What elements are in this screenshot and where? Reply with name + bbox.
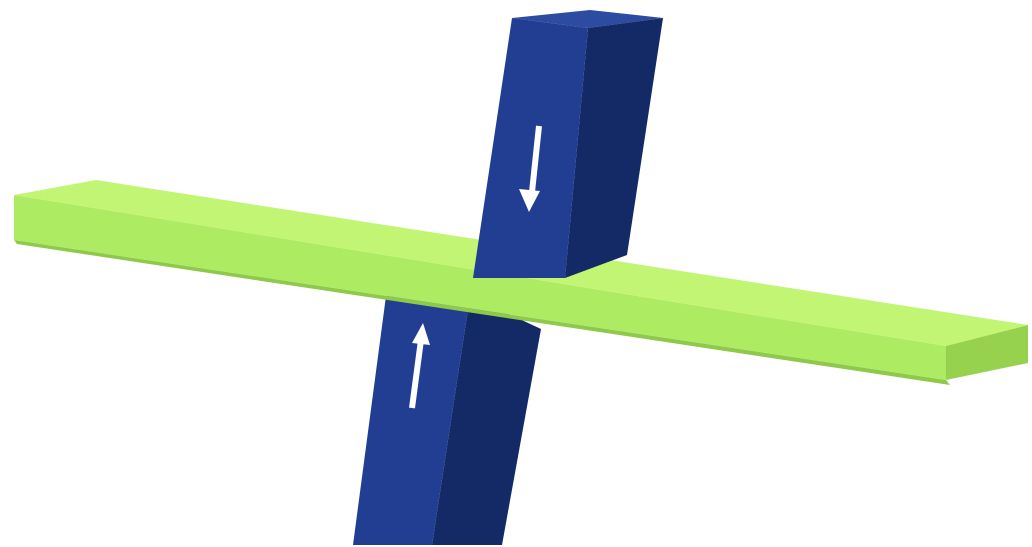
up-arrow-icon bbox=[409, 323, 430, 409]
upper-block bbox=[473, 10, 663, 278]
upper-block-top-face bbox=[512, 10, 663, 28]
lower-block bbox=[353, 296, 541, 545]
upper-block-side-face bbox=[565, 18, 663, 278]
bar-front-face bbox=[14, 195, 946, 380]
upper-block-front-face bbox=[473, 18, 588, 278]
bar-underside-face bbox=[14, 240, 950, 385]
bar-end-face bbox=[946, 325, 1028, 380]
lower-block-front-face bbox=[353, 296, 470, 545]
lower-block-side-face bbox=[432, 296, 541, 545]
down-arrow-icon bbox=[519, 125, 542, 212]
